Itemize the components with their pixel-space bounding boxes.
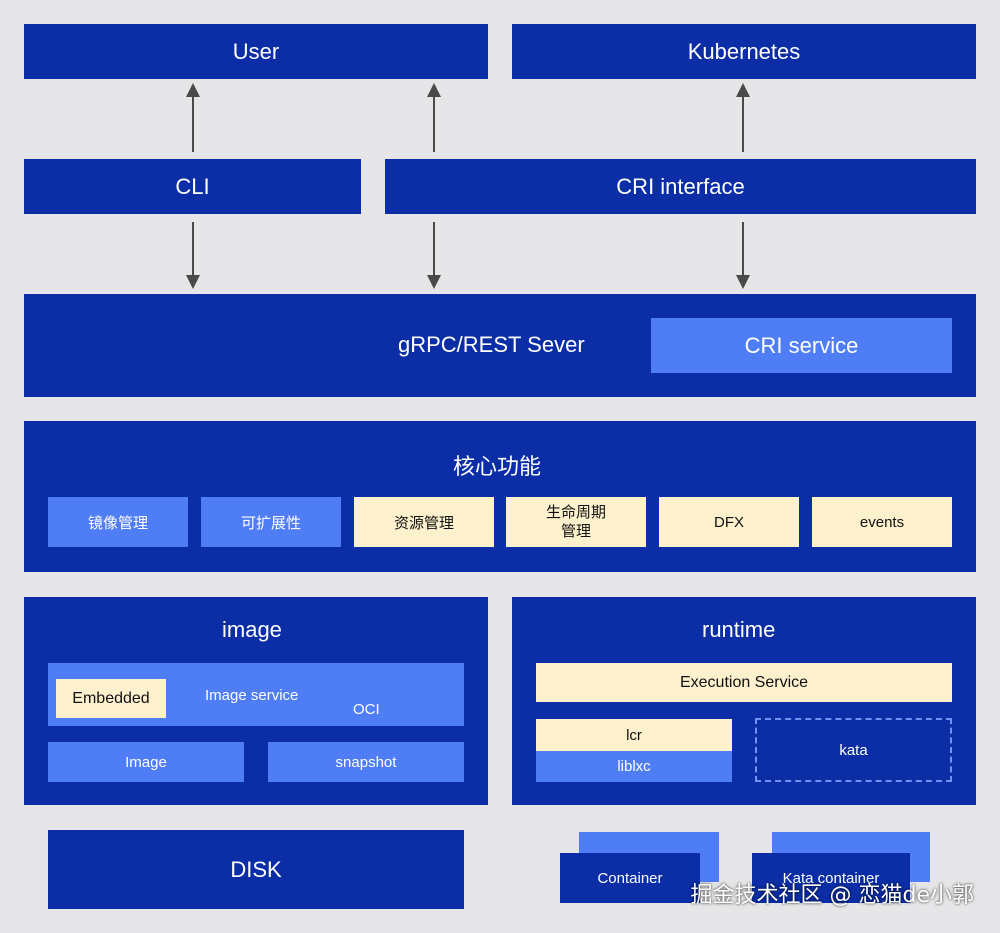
core-item-label: 生命周期 管理: [545, 504, 606, 540]
image-store-box: Image: [48, 742, 244, 782]
user-label: User: [232, 38, 280, 64]
execution-service-label: Execution Service: [679, 673, 809, 691]
execution-service-box: Execution Service: [536, 663, 952, 702]
lcr-box: lcr: [536, 719, 732, 751]
lcr-label: lcr: [626, 726, 642, 744]
cri-service-label: CRI service: [744, 332, 859, 358]
liblxc-box: liblxc: [536, 751, 732, 782]
core-title: 核心功能: [453, 454, 542, 479]
embedded-box: Embedded: [56, 679, 166, 718]
image-store-label: Image: [125, 753, 167, 771]
container-label: Container: [597, 869, 663, 887]
core-item-dfx: DFX: [659, 497, 799, 547]
kata-box: kata: [755, 718, 952, 782]
cri-service-box: CRI service: [651, 318, 952, 373]
watermark-text: 掘金技术社区 @ 恋猫de小郭: [690, 883, 975, 908]
disk-box: DISK: [48, 830, 464, 909]
cli-label: CLI: [175, 173, 210, 199]
core-item-image-management: 镜像管理: [48, 497, 188, 547]
kata-container-box: Kata container: [752, 853, 910, 903]
cri-interface-box: CRI interface: [385, 159, 976, 214]
core-item-label: 资源管理: [393, 514, 454, 532]
core-item-label: events: [859, 513, 905, 531]
snapshot-box: snapshot: [268, 742, 464, 782]
core-item-resource-management: 资源管理: [354, 497, 494, 547]
oci-label: OCI: [353, 701, 380, 718]
grpc-server-label: gRPC/REST Sever: [398, 332, 585, 357]
cli-box: CLI: [24, 159, 361, 214]
snapshot-label: snapshot: [335, 753, 397, 771]
core-item-label: DFX: [714, 513, 744, 531]
embedded-label: Embedded: [72, 689, 150, 707]
container-box: Container: [560, 853, 700, 903]
kubernetes-label: Kubernetes: [687, 38, 801, 64]
core-item-lifecycle-management: 生命周期 管理: [506, 497, 646, 547]
cri-interface-label: CRI interface: [616, 173, 745, 199]
kata-label: kata: [839, 741, 868, 759]
image-service-label: Image service: [205, 687, 299, 704]
core-item-label: 可扩展性: [240, 514, 301, 532]
user-box: User: [24, 24, 488, 79]
core-item-label: 镜像管理: [87, 514, 148, 532]
runtime-title: runtime: [702, 617, 776, 642]
image-title: image: [222, 617, 282, 642]
disk-label: DISK: [230, 856, 282, 882]
kata-container-label: Kata container: [782, 869, 880, 887]
kubernetes-box: Kubernetes: [512, 24, 976, 79]
core-item-events: events: [812, 497, 952, 547]
liblxc-label: liblxc: [617, 758, 651, 775]
core-item-extensibility: 可扩展性: [201, 497, 341, 547]
